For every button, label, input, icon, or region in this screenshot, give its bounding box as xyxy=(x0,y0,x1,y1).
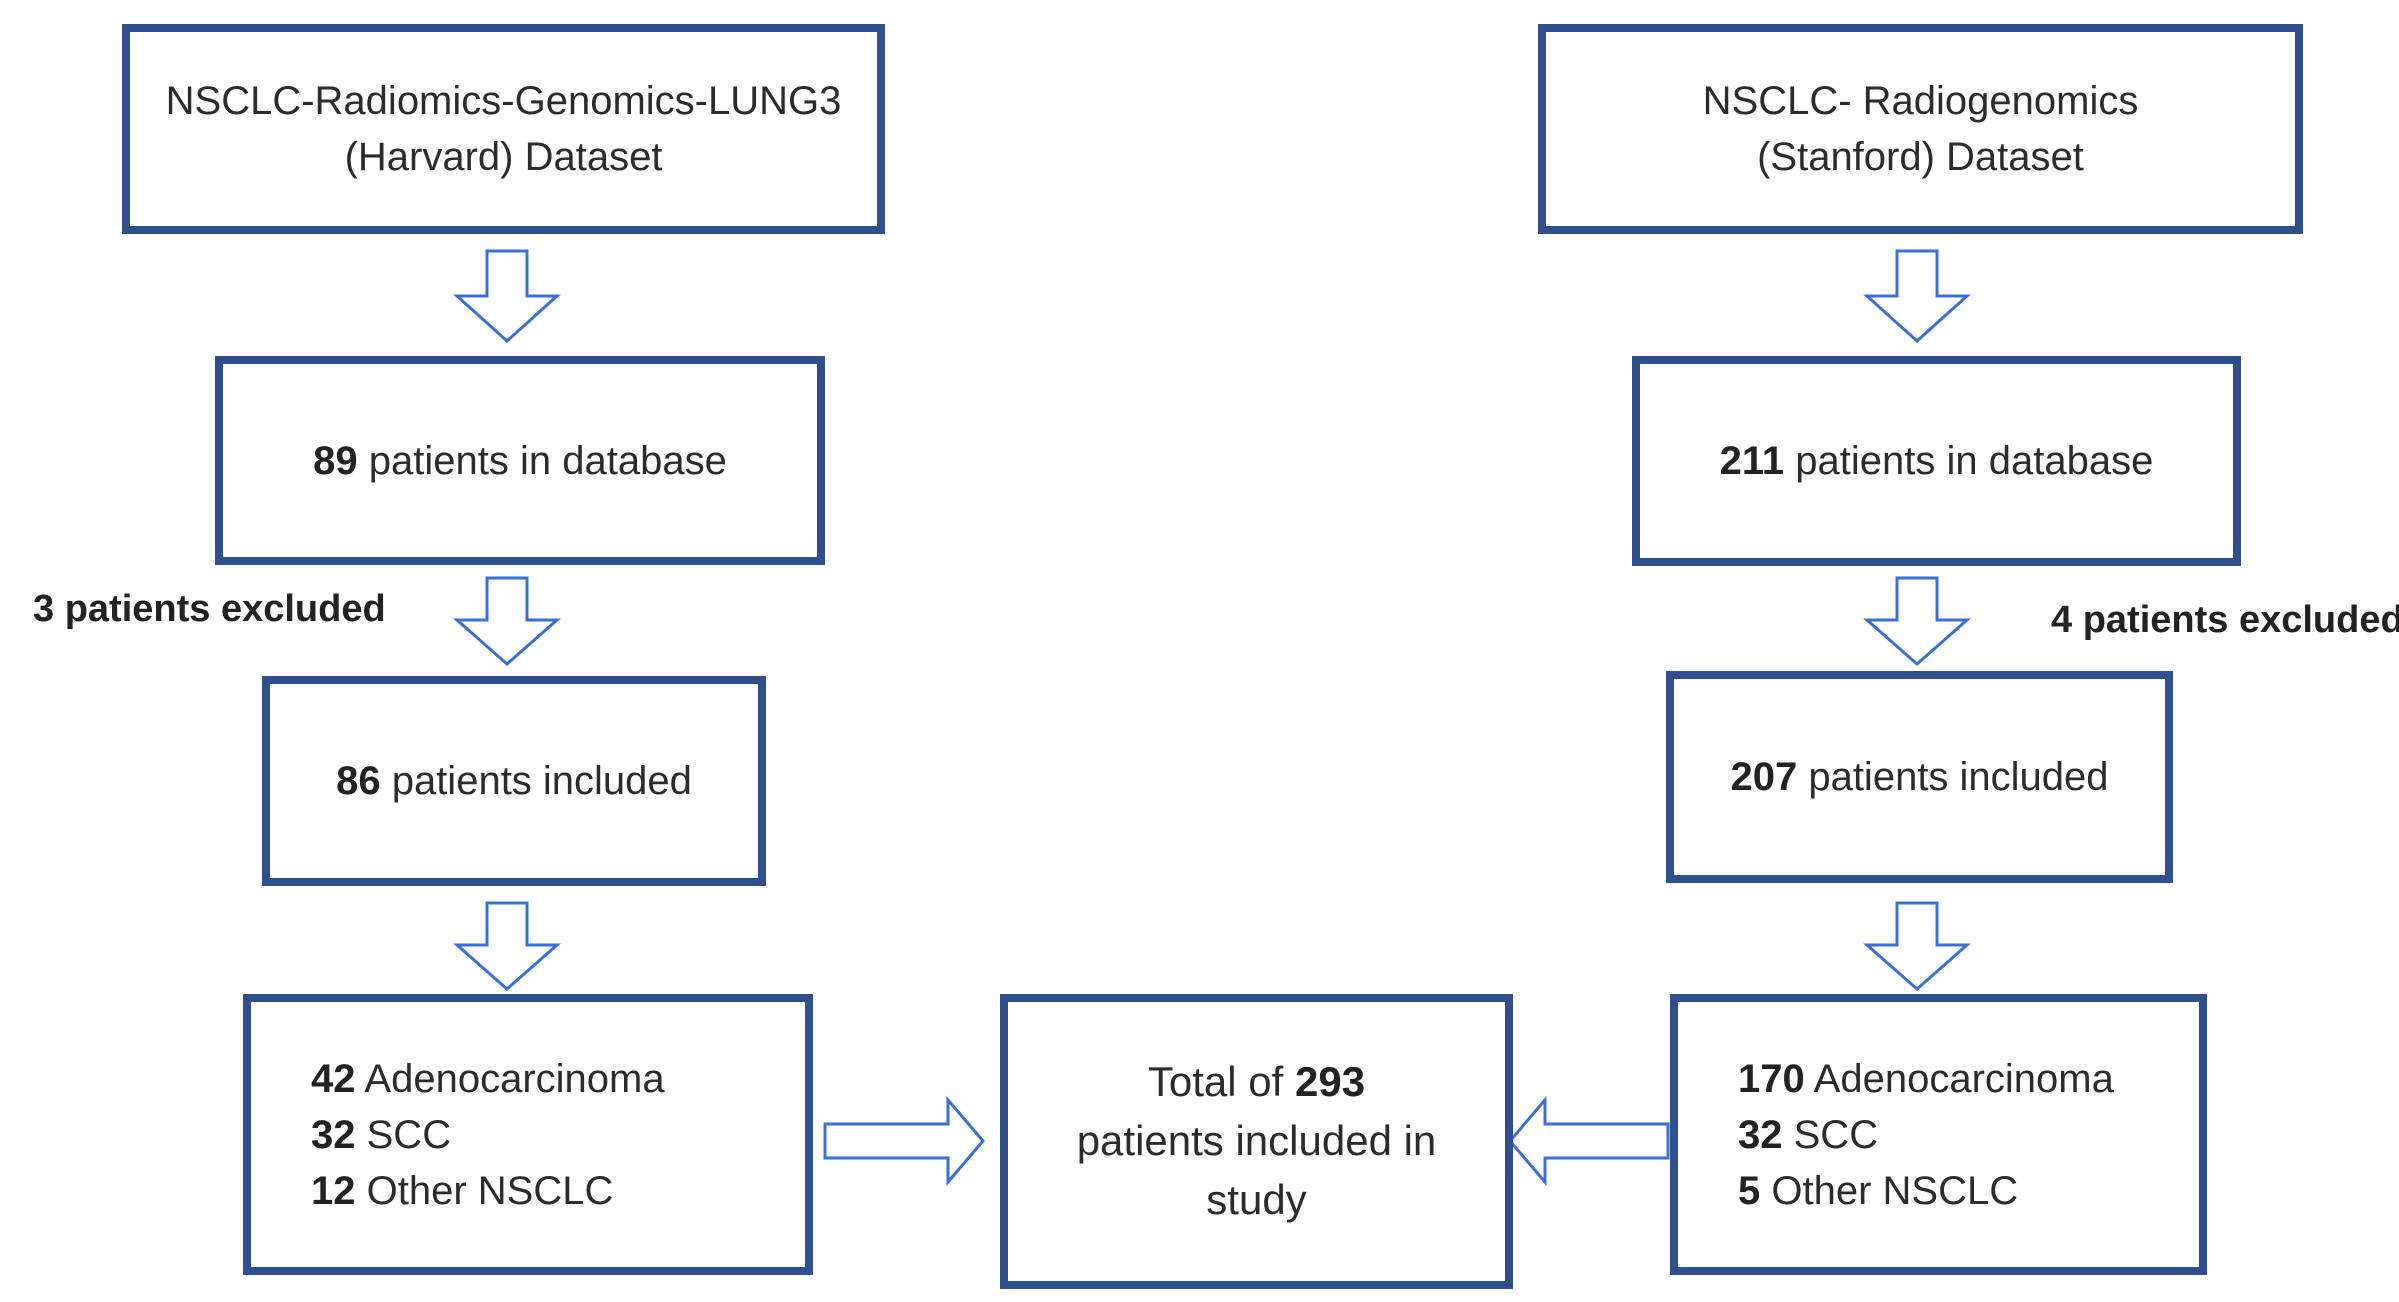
harvard-dataset-source: (Harvard) Dataset xyxy=(344,135,663,179)
harvard-included-text: 86 patients included xyxy=(336,753,692,809)
stanford-adeno-line: 170 Adenocarcinoma xyxy=(1738,1051,2114,1107)
harvard-other-label: Other NSCLC xyxy=(366,1168,614,1213)
stanford-other-label: Other NSCLC xyxy=(1771,1168,2019,1213)
down-arrow-left-1 xyxy=(453,249,561,344)
stanford-histology-box: 170 Adenocarcinoma 32 SCC 5 Other NSCLC xyxy=(1670,994,2207,1275)
down-arrow-right-2 xyxy=(1863,576,1971,666)
harvard-scc-label: SCC xyxy=(366,1112,452,1157)
harvard-database-box: 89 patients in database xyxy=(215,356,825,565)
total-count: 293 xyxy=(1295,1058,1366,1106)
harvard-included-label: patients included xyxy=(391,759,692,803)
harvard-other-count: 12 xyxy=(311,1168,356,1213)
harvard-included-count: 86 xyxy=(336,759,381,803)
right-arrow-to-total xyxy=(823,1095,985,1187)
total-prefix: Total of xyxy=(1147,1058,1284,1106)
stanford-dataset-source: (Stanford) Dataset xyxy=(1757,135,2084,179)
harvard-excluded-label: 3 patients excluded xyxy=(33,588,386,630)
stanford-other-count: 5 xyxy=(1738,1168,1761,1213)
harvard-adeno-label: Adenocarcinoma xyxy=(364,1056,665,1101)
stanford-dataset-name: NSCLC- Radiogenomics xyxy=(1702,79,2139,123)
total-box: Total of 293 patients included in study xyxy=(1000,994,1513,1289)
total-first-line: Total of 293 xyxy=(1148,1053,1365,1112)
harvard-database-label: patients in database xyxy=(368,438,727,483)
stanford-included-box: 207 patients included xyxy=(1666,671,2173,883)
down-arrow-right-3 xyxy=(1863,901,1971,991)
stanford-included-label: patients included xyxy=(1808,755,2109,799)
stanford-included-count: 207 xyxy=(1730,755,1798,799)
harvard-scc-count: 32 xyxy=(311,1112,356,1157)
harvard-database-count: 89 xyxy=(313,438,358,483)
stanford-scc-label: SCC xyxy=(1793,1112,1879,1157)
harvard-histology-box: 42 Adenocarcinoma 32 SCC 12 Other NSCLC xyxy=(243,994,813,1275)
stanford-scc-line: 32 SCC xyxy=(1738,1107,1878,1163)
total-third-line: study xyxy=(1206,1175,1307,1223)
down-arrow-left-2 xyxy=(453,576,561,666)
down-arrow-left-3 xyxy=(453,901,561,991)
stanford-included-text: 207 patients included xyxy=(1730,749,2108,805)
stanford-database-label: patients in database xyxy=(1795,439,2154,483)
stanford-scc-count: 32 xyxy=(1738,1112,1783,1157)
stanford-adeno-label: Adenocarcinoma xyxy=(1813,1056,2114,1101)
harvard-adeno-count: 42 xyxy=(311,1056,356,1101)
stanford-other-line: 5 Other NSCLC xyxy=(1738,1163,2018,1219)
harvard-included-box: 86 patients included xyxy=(262,676,766,886)
harvard-dataset-box: NSCLC-Radiomics-Genomics-LUNG3 (Harvard)… xyxy=(122,24,885,234)
total-second-line: patients included in xyxy=(1076,1117,1437,1165)
stanford-excluded-label: 4 patients excluded xyxy=(2051,599,2399,641)
stanford-database-box: 211 patients in database xyxy=(1632,356,2241,566)
down-arrow-right-1 xyxy=(1863,249,1971,344)
harvard-other-line: 12 Other NSCLC xyxy=(311,1163,613,1219)
harvard-dataset-name: NSCLC-Radiomics-Genomics-LUNG3 xyxy=(165,79,842,123)
stanford-dataset-box: NSCLC- Radiogenomics (Stanford) Dataset xyxy=(1538,24,2303,234)
stanford-adeno-count: 170 xyxy=(1738,1056,1805,1101)
harvard-database-text: 89 patients in database xyxy=(313,433,727,489)
harvard-scc-line: 32 SCC xyxy=(311,1107,451,1163)
left-arrow-to-total xyxy=(1508,1095,1670,1187)
harvard-adeno-line: 42 Adenocarcinoma xyxy=(311,1051,665,1107)
stanford-database-count: 211 xyxy=(1719,439,1785,483)
stanford-database-text: 211 patients in database xyxy=(1720,433,2154,489)
